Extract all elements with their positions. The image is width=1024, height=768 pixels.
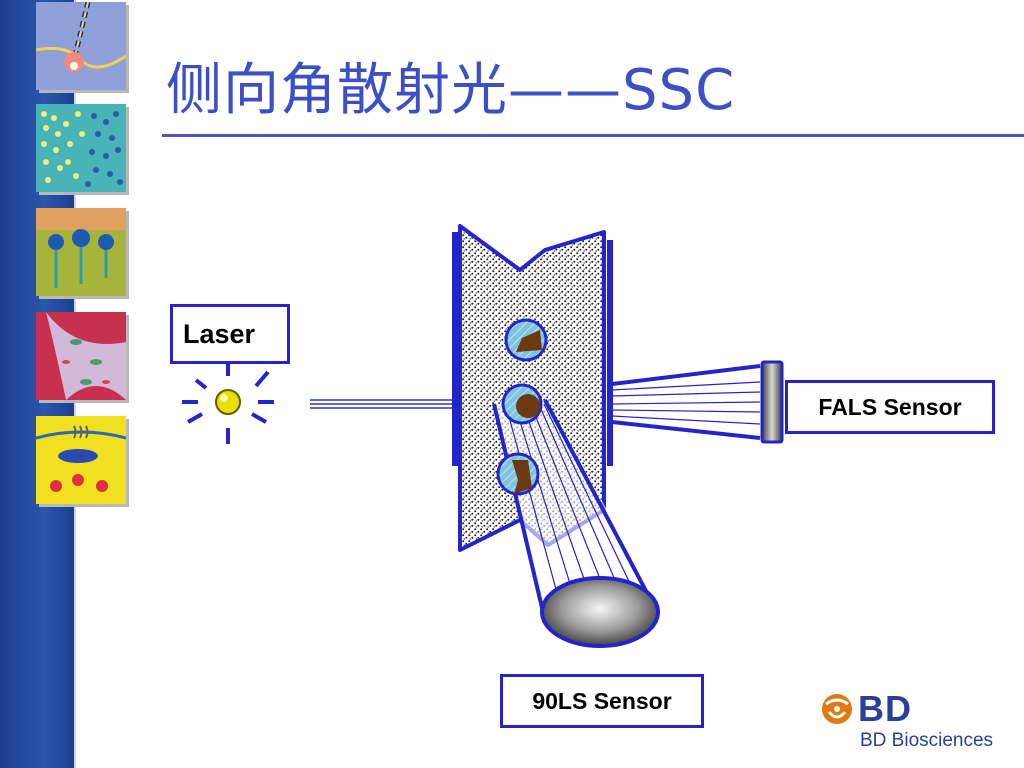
- tile-neurons-illustration: [36, 208, 126, 296]
- tile-flow-probe-illustration: [36, 2, 126, 90]
- fals-sensor-icon: [760, 360, 784, 444]
- side-scatter-cone: [492, 399, 660, 613]
- bd-subtitle: BD Biosciences: [860, 730, 994, 751]
- tile-tissue-illustration: [36, 312, 126, 400]
- bd-biosciences-logo: BD BD Biosciences: [820, 688, 1000, 760]
- bd-logo-mark-icon: [822, 694, 852, 724]
- cell-top: [504, 318, 548, 362]
- cell-bottom: [496, 452, 540, 496]
- ls90-sensor-label: 90LS Sensor: [500, 674, 704, 728]
- forward-scatter-rays: [611, 364, 761, 440]
- ls90-sensor-icon: [540, 576, 660, 648]
- page-title: 侧向角散射光——SSC: [166, 58, 736, 123]
- laser-beam: [310, 399, 455, 409]
- tile-particles-illustration: [36, 104, 126, 192]
- tile-cells-illustration: [36, 416, 126, 504]
- laser-label: Laser: [170, 304, 290, 364]
- bd-wordmark: BD: [858, 688, 912, 729]
- fals-sensor-label: FALS Sensor: [785, 380, 995, 434]
- laser-source-icon: [182, 362, 274, 444]
- cell-middle: [501, 383, 543, 425]
- title-underline: [162, 134, 1024, 137]
